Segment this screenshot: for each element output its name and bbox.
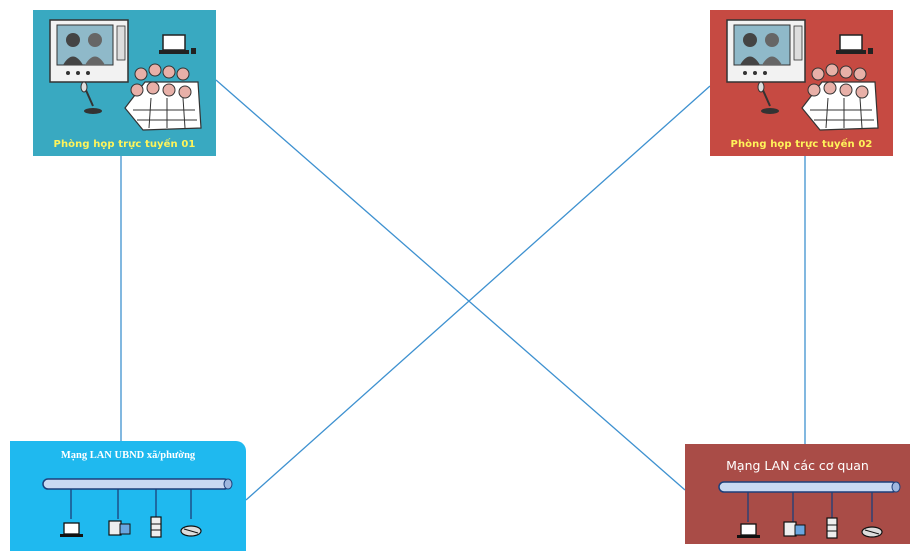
router-icon xyxy=(861,526,883,538)
room-illustration xyxy=(726,19,879,131)
lan-bus xyxy=(718,481,901,539)
microphone-icon xyxy=(757,81,779,114)
laptop-icon xyxy=(836,34,873,54)
link-room01-lan-right xyxy=(215,79,686,491)
lan-co-quan: Mạng LAN các cơ quan xyxy=(685,444,910,544)
link-room02-lan-left xyxy=(245,85,711,501)
lan-title: Mạng LAN UBND xã/phường xyxy=(60,450,196,461)
laptop-icon xyxy=(737,523,760,538)
router-icon xyxy=(180,525,202,537)
room-illustration xyxy=(49,19,202,131)
meeting-room-01: Phòng họp trực tuyến 01 xyxy=(33,10,216,156)
server-icon xyxy=(150,516,162,538)
lan-ubnd: Mạng LAN UBND xã/phường xyxy=(10,441,246,551)
computer-icon xyxy=(108,520,131,536)
computer-icon xyxy=(783,521,806,537)
audience-icon xyxy=(801,63,879,131)
audience-icon xyxy=(124,63,202,131)
laptop-icon xyxy=(159,34,196,54)
microphone-icon xyxy=(80,81,102,114)
tv-monitor-icon xyxy=(49,19,129,83)
meeting-room-02: Phòng họp trực tuyến 02 xyxy=(710,10,893,156)
room-label: Phòng họp trực tuyến 01 xyxy=(53,139,196,150)
lan-title: Mạng LAN các cơ quan xyxy=(726,458,869,473)
laptop-icon xyxy=(60,522,83,537)
tv-monitor-icon xyxy=(726,19,806,83)
room-label: Phòng họp trực tuyến 02 xyxy=(730,139,873,150)
lan-bus xyxy=(42,478,233,538)
server-icon xyxy=(826,517,838,539)
